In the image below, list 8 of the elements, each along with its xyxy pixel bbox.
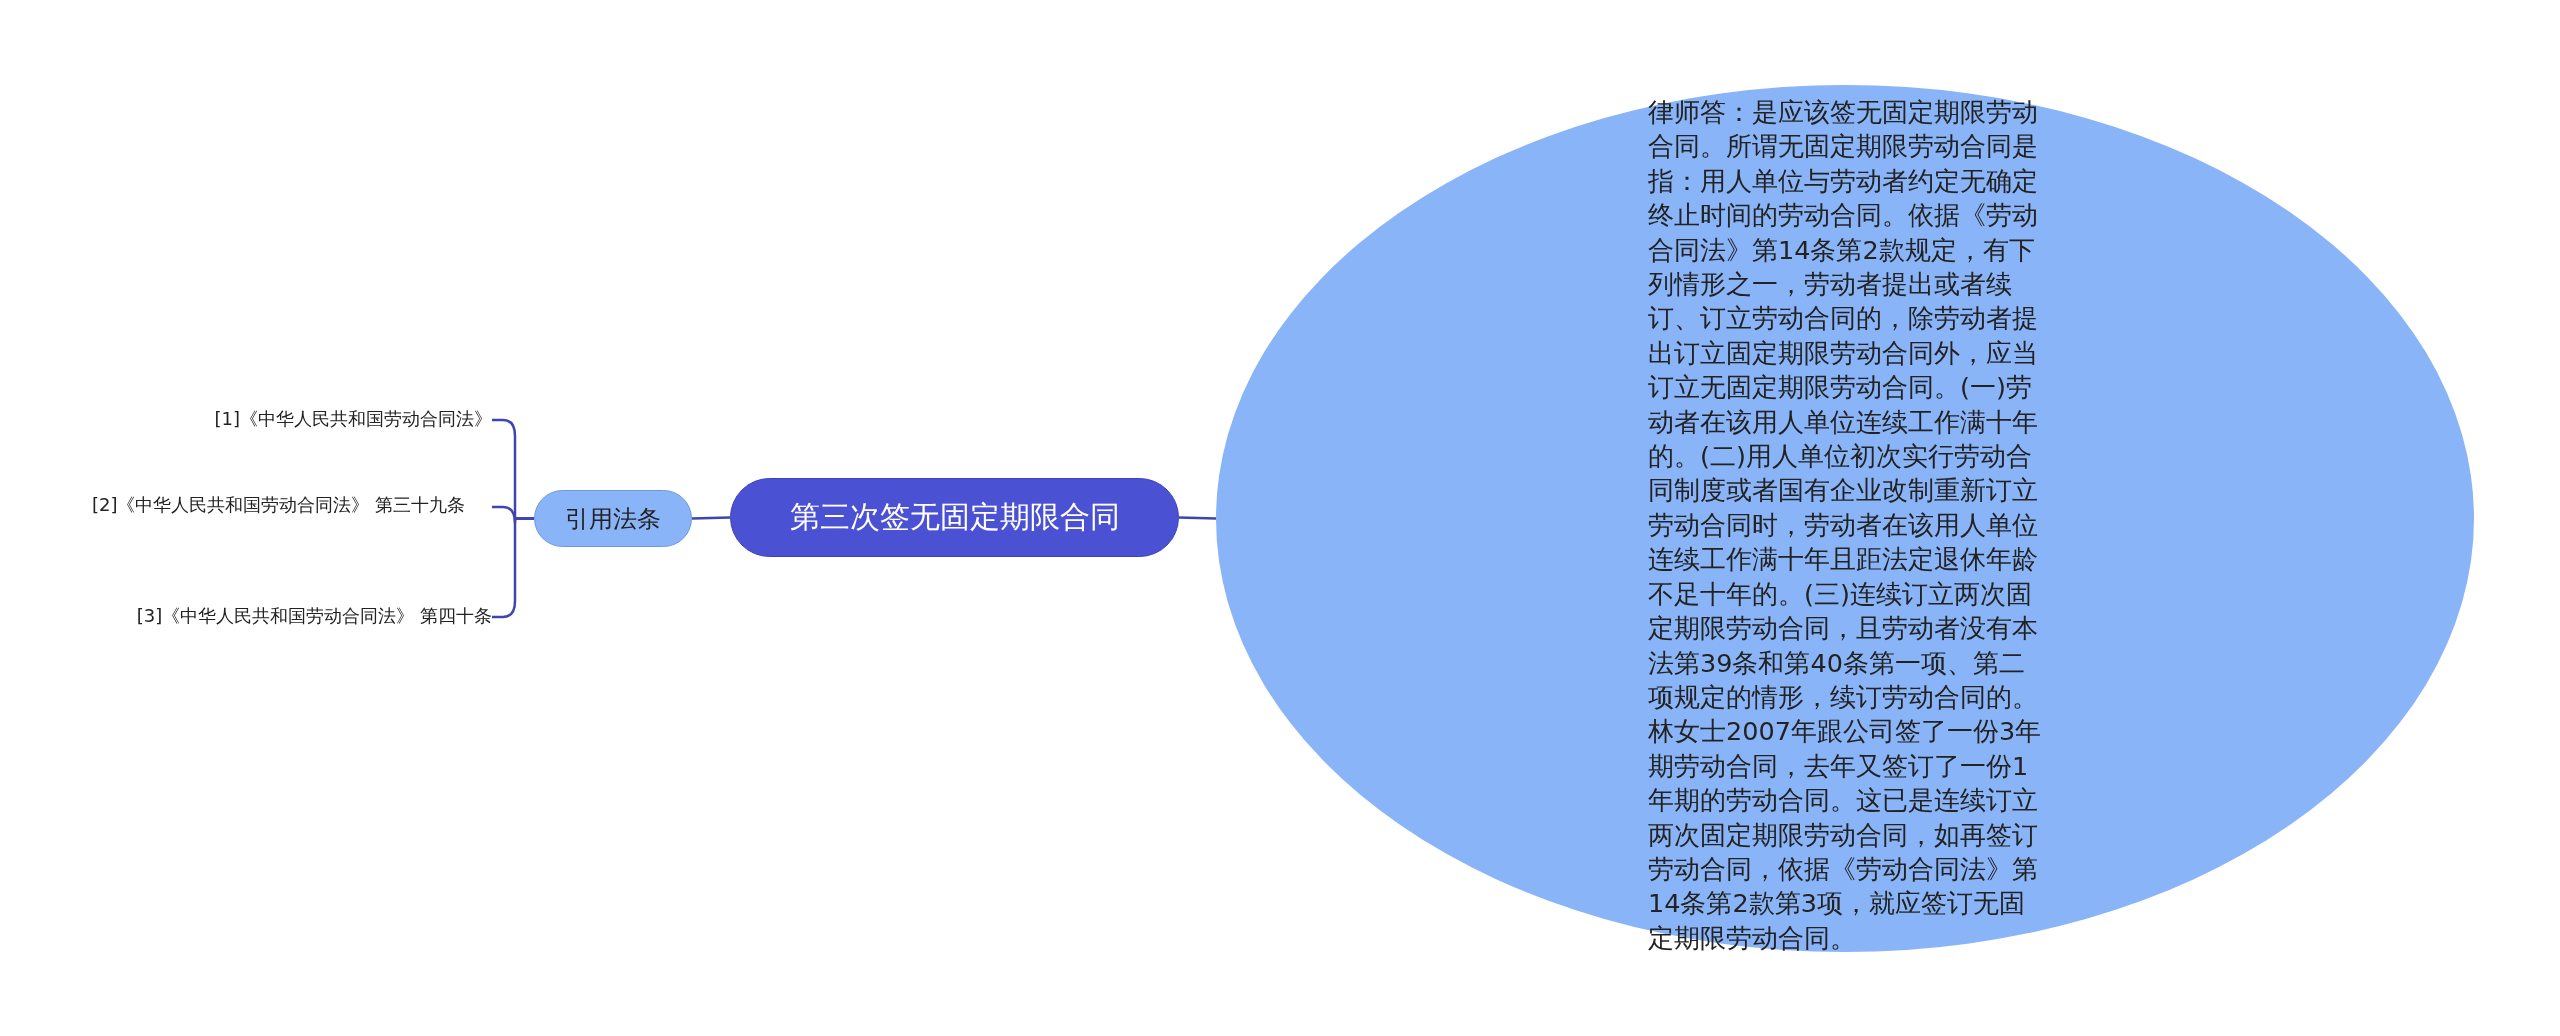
citation-text: [3]《中华人民共和国劳动合同法》 第四十条	[40, 603, 492, 631]
citation-text: [2]《中华人民共和国劳动合同法》 第三十九条	[92, 492, 492, 546]
connector-line	[1178, 516, 1217, 520]
citation-text: [1]《中华人民共和国劳动合同法》	[100, 406, 492, 434]
answer-text: 律师答：是应该签无固定期限劳动合同。所谓无固定期限劳动合同是指：用人单位与劳动者约定无确定终止时间的劳动合同。依据《劳动合同法》第14条第2款规定，有下列情形之一，劳动者提出或者续订、订立劳动合同的，除劳动者提出订立固定期限劳动合同外，应当订立无固定期限劳动合同。(一)劳动者在该用人单位连续工作满十年的。(二)用人单位初次实行劳动合同制度或者国有企业改制重新订立劳动合同时，劳动者在该用人单位连续工作满十年且距法定退休年龄不足十年的。(三)连续订立两次固定期限劳动合同，且劳动者没有本法第39条和第40条第一项、第二项规定的情形，续订劳动合同的。林女士2007年跟公司签了一份3年期劳动合同，去年又签订了一份1年期的劳动合同。这已是连续订立两次固定期限劳动合同，如再签订劳动合同，依据《劳动合同法》第14条第2款第3项，就应签订无固定期限劳动合同。	[1648, 96, 2043, 955]
connector-line	[691, 516, 731, 520]
branch-box: 引用法条	[534, 490, 692, 547]
topic-box: 第三次签无固定期限合同	[730, 478, 1179, 557]
